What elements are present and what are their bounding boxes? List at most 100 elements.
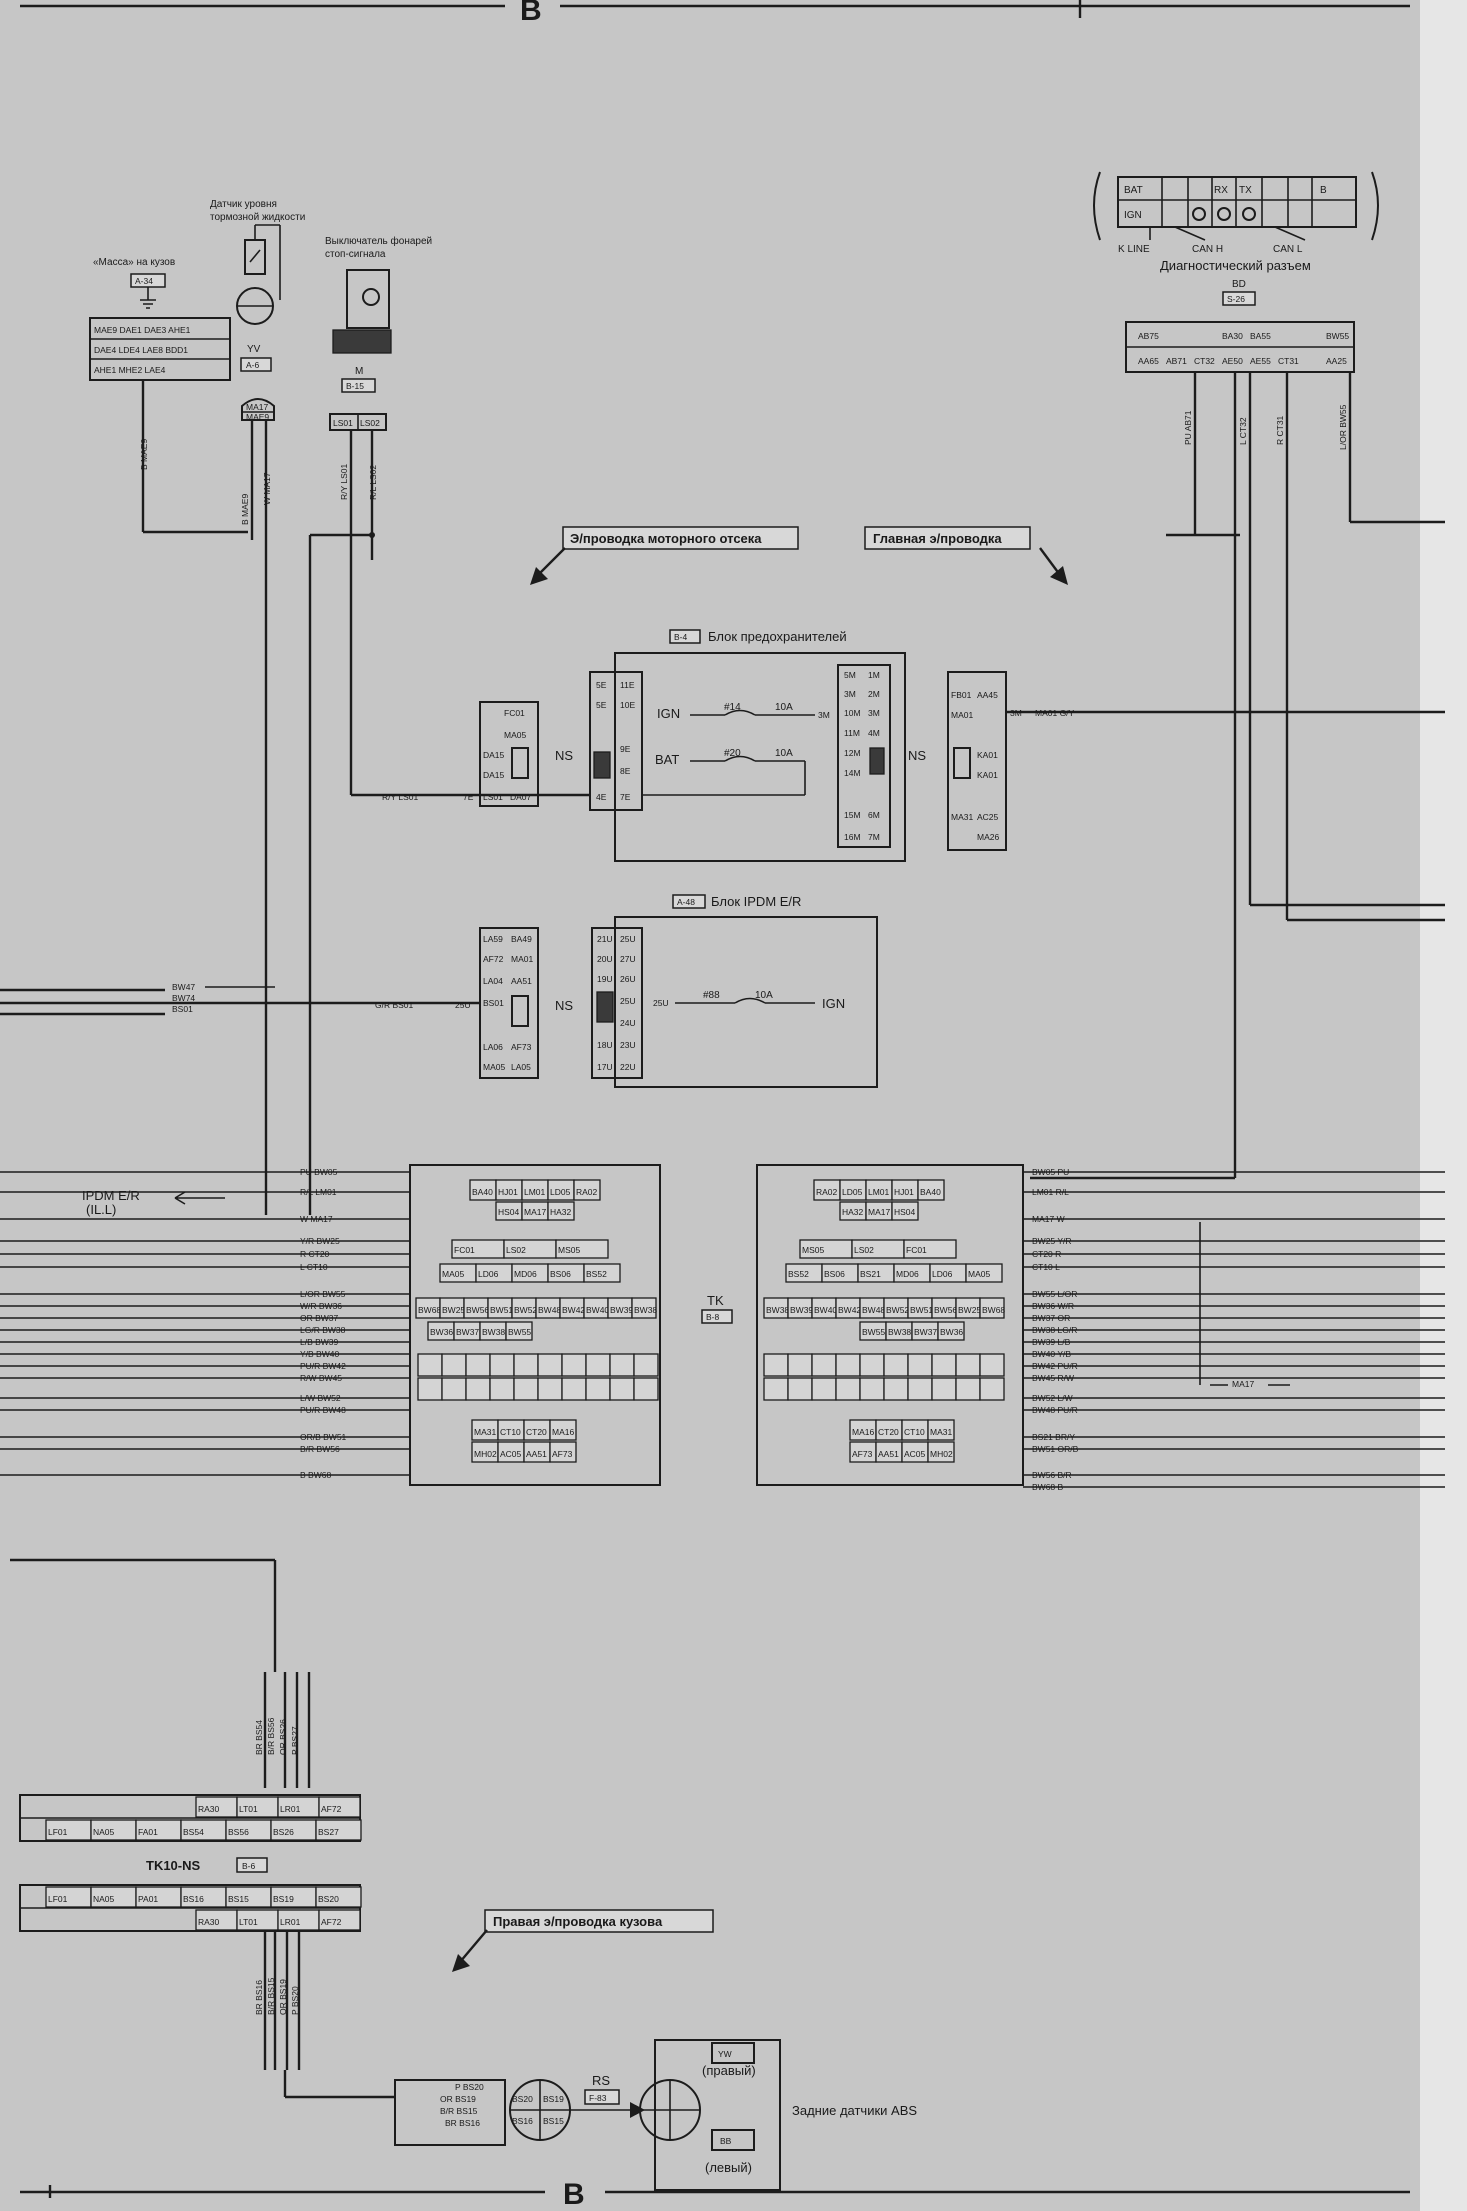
fuse-ign-label: IGN [657, 706, 680, 721]
tk-right-wire: BW48 PU/R [1032, 1405, 1078, 1415]
svg-text:MA01: MA01 [511, 954, 533, 964]
bd-pin-bottom-3: CT32 [1194, 356, 1215, 366]
upper-bottom-pin: BS56 [228, 1827, 249, 1837]
arrow-icon [452, 1954, 470, 1972]
tk-left-r8-pin: AC05 [500, 1449, 522, 1459]
tk-left-wire: L CT10 [300, 1262, 328, 1272]
svg-text:25U: 25U [653, 998, 669, 1008]
upper-bottom-cell [315, 1819, 362, 1841]
fuse-block-ref: B-4 [674, 632, 688, 642]
tk-right-r4-pin: MA05 [968, 1269, 990, 1279]
tk-left-r6-cell [505, 1321, 533, 1341]
diag-caption: Диагностический разъем [1160, 258, 1311, 273]
tk-right-r3-pin: FC01 [906, 1245, 927, 1255]
svg-text:AF73: AF73 [511, 1042, 532, 1052]
svg-text:AA51: AA51 [511, 976, 532, 986]
tk-left-r1-pin: HJ01 [498, 1187, 518, 1197]
tk-right-r5-pin: BW56 [934, 1305, 957, 1315]
tk-right-r5-pin: BW39 [790, 1305, 813, 1315]
spare-cavity [561, 1377, 587, 1401]
upper-bus-wire-3: OR BS26 [278, 1719, 288, 1755]
spare-cavity [883, 1377, 909, 1401]
tk-left-wire: Y/R BW25 [300, 1236, 340, 1246]
svg-text:21U: 21U [597, 934, 613, 944]
engine-harness-arrow: Э/проводка моторного отсека [530, 526, 799, 585]
tk-left-body [409, 1164, 661, 1486]
svg-text:LA59: LA59 [483, 934, 503, 944]
spare-cavity [931, 1353, 957, 1377]
spare-cavity [787, 1377, 813, 1401]
svg-text:LA06: LA06 [483, 1042, 503, 1052]
tk-left-r7-pin: CT20 [526, 1427, 547, 1437]
ipdm-note-1: IPDM E/R [82, 1188, 140, 1203]
ground-block: «Масса» на кузов A-34 MAE9 DAE1 DAE3 AHE… [89, 257, 248, 534]
svg-text:20U: 20U [597, 954, 613, 964]
svg-text:5E: 5E [596, 680, 607, 690]
bd-wire-1: PU AB71 [1183, 410, 1193, 445]
tk-right-r1-pin: RA02 [816, 1187, 838, 1197]
tk-right-r1-pin: BA40 [920, 1187, 941, 1197]
diag-pin-rx: RX [1214, 185, 1228, 196]
fuse-bat-label: BAT [655, 752, 679, 767]
svg-text:MA31: MA31 [951, 812, 973, 822]
tk-left-r8-pin: AF73 [552, 1449, 573, 1459]
fuse-symbol-icon [724, 755, 756, 762]
fuse-14: #14 [724, 702, 741, 713]
tk-left-wire: LG/R BW38 [300, 1325, 346, 1335]
spare-cavity [859, 1377, 885, 1401]
svg-text:BS01: BS01 [483, 998, 504, 1008]
spare-cavity [979, 1377, 1005, 1401]
tk-left-r5-pin: BW25 [442, 1305, 465, 1315]
lower-top-pin: NA05 [93, 1894, 115, 1904]
svg-text:9E: 9E [620, 744, 631, 754]
spare-cavity [561, 1353, 587, 1377]
upper-bottom-pin: FA01 [138, 1827, 158, 1837]
brake-fluid-pin-2: MAE9 [246, 412, 269, 422]
lower-top-pin: BS16 [183, 1894, 204, 1904]
spare-cavity [883, 1353, 909, 1377]
tk-label: TK [707, 1293, 724, 1308]
upper-top-pin: LT01 [239, 1804, 258, 1814]
diag-pin-bat: BAT [1124, 185, 1143, 196]
fuse-symbol-icon [724, 709, 756, 716]
tk-left-r3-pin: FC01 [454, 1245, 475, 1255]
svg-text:7E: 7E [463, 792, 474, 802]
diag-pin-tx: TX [1239, 185, 1252, 196]
tk-left-r6-pin: BW36 [430, 1327, 453, 1337]
spare-cavity [633, 1377, 659, 1401]
tk-right-r8-pin: AC05 [904, 1449, 926, 1459]
svg-text:BS20: BS20 [512, 2094, 533, 2104]
svg-text:5E: 5E [596, 700, 607, 710]
svg-text:KA01: KA01 [977, 770, 998, 780]
tk-left-r4-pin: LD06 [478, 1269, 499, 1279]
frame-label-top: B [520, 0, 542, 27]
brake-fluid-connector [241, 398, 275, 421]
svg-text:3M: 3M [1010, 708, 1022, 718]
tk-right-wire: BW38 LG/R [1032, 1325, 1077, 1335]
svg-text:11M: 11M [844, 728, 860, 738]
bd-pin-bottom-6: CT31 [1278, 356, 1299, 366]
tk-left-r6-pin: BW38 [482, 1327, 505, 1337]
tk-right-r6-pin: BW36 [940, 1327, 963, 1337]
fuse-wire-out: MA01 G/Y [1035, 708, 1075, 718]
stop-switch-pin-2: LS02 [360, 418, 380, 428]
svg-text:3M: 3M [844, 689, 856, 699]
tk-left-r5-pin: BW51 [490, 1305, 513, 1315]
tk-right-wire: CT10 L [1032, 1262, 1060, 1272]
tk-left-r1-pin: LM01 [524, 1187, 546, 1197]
tk-left-r2-pin: HS04 [498, 1207, 520, 1217]
ipdm-side-wire-3: BS01 [172, 1004, 193, 1014]
bd-pin-bottom-7: AA25 [1326, 356, 1347, 366]
svg-text:8E: 8E [620, 766, 631, 776]
bd-pin-bottom-5: AE55 [1250, 356, 1271, 366]
spare-cavity [585, 1353, 611, 1377]
frame: B B [20, 0, 1410, 2211]
diag-pin-b: B [1320, 185, 1327, 196]
tk-right-r2-pin: HS04 [894, 1207, 916, 1217]
abs-wire-1: P BS20 [455, 2082, 484, 2092]
spare-cavity [907, 1353, 933, 1377]
tk-left-r5-pin: BW39 [610, 1305, 633, 1315]
